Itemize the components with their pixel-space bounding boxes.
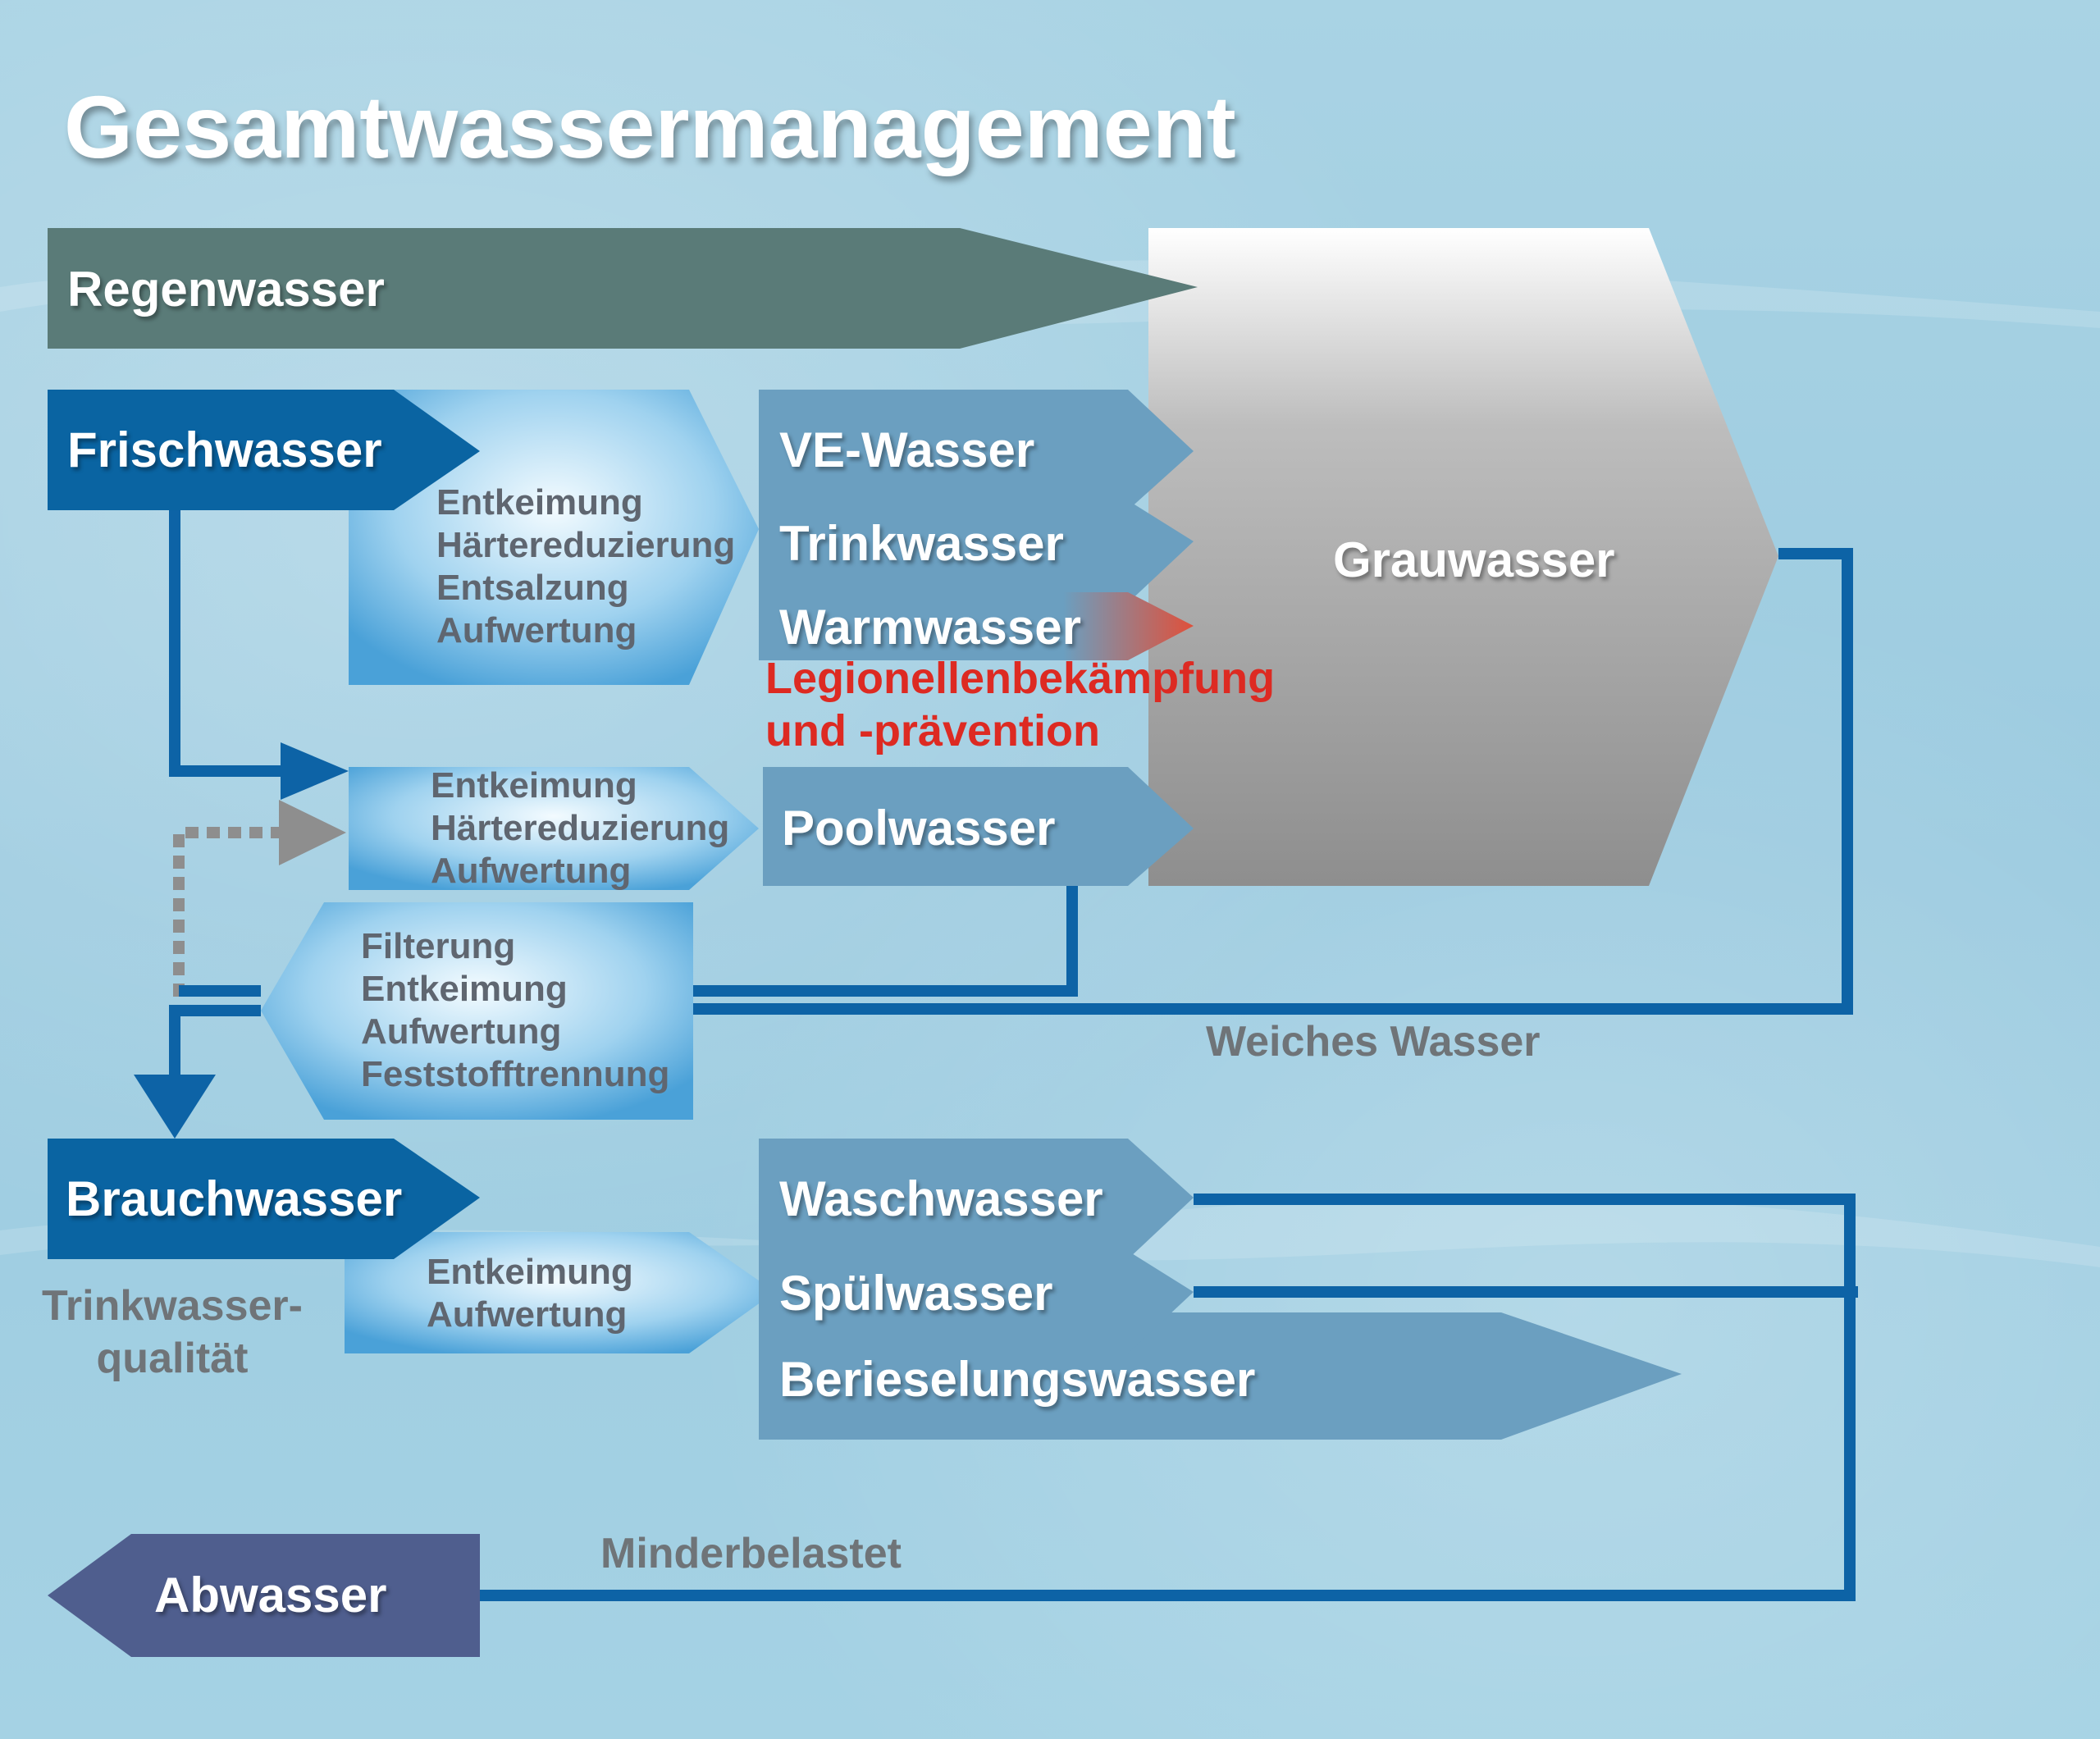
warmwasser-arrow [759,592,1194,660]
treatment-step: Feststofftrennung [361,1054,670,1094]
spuelwasser-label: Spülwasser [779,1266,1053,1321]
ve-wasser-arrow [759,390,1194,510]
trinkwasser-arrow [759,500,1194,603]
poolwasser-arrow [763,767,1194,886]
legionellen-line1: Legionellenbekämpfung [765,654,1276,703]
frischwasser-label: Frischwasser [67,422,382,477]
trinkwasserqualitaet-line2: qualität [96,1335,249,1382]
waschwasser-arrow [759,1139,1194,1259]
treatment-step: Härtereduzierung [431,808,730,848]
brauchwasser-label: Brauchwasser [66,1171,403,1226]
grauwasser-shape [1148,228,1778,886]
waschwasser-label: Waschwasser [779,1171,1103,1226]
feed-arrowhead [281,742,349,800]
abwasser-arrow [48,1534,480,1657]
brauch-treatment-block [345,1232,775,1353]
regenwasser-label: Regenwasser [67,262,385,317]
treatment-step: Aufwertung [431,851,632,891]
trinkwasser-label: Trinkwasser [779,516,1064,571]
grauwasser-return-line [693,548,1853,1015]
recirculation-arrowhead [279,800,346,865]
page-title: Gesamtwassermanagement [64,77,1236,176]
abwasser-label: Abwasser [154,1568,387,1623]
treatment-step: Entsalzung [436,568,629,608]
treatment-step: Aufwertung [436,610,637,650]
legionellen-note: Legionellenbekämpfung und -prävention [765,652,1275,757]
treatment-step: Entkeimung [361,969,568,1009]
recycling-treatment-list: Filterung Entkeimung Aufwertung Feststof… [361,925,669,1096]
treatment-step: Entkeimung [431,765,637,806]
pool-treatment-block [349,767,759,890]
treatment-step: Aufwertung [361,1011,562,1052]
frischwasser-arrow [48,390,480,510]
pool-treatment-list: Entkeimung Härtereduzierung Aufwertung [431,765,729,892]
treatment-step: Entkeimung [427,1252,633,1292]
trinkwasserqualitaet-label: Trinkwasser- qualität [25,1280,320,1385]
ve-wasser-label: VE-Wasser [779,422,1035,477]
brauchwasser-arrow [48,1139,480,1259]
treatment-step: Filterung [361,926,516,966]
treatment-step: Aufwertung [427,1294,628,1335]
trinkwasserqualitaet-line1: Trinkwasser- [42,1282,303,1330]
regenwasser-arrow [48,228,1198,349]
brauch-treatment-list: Entkeimung Aufwertung [427,1251,633,1336]
recycling-to-brauch-line [169,1005,261,1083]
spuelwasser-arrow [759,1251,1194,1353]
legionellen-line2: und -prävention [765,706,1100,755]
brauch-arrowhead [134,1075,216,1139]
waschwasser-return-line [480,1194,1856,1601]
recirculation-dashed-line [173,827,283,997]
weiches-wasser-label: Weiches Wasser [1206,1018,1541,1066]
poolwasser-return-line [693,886,1078,997]
treatment-step: Entkeimung [436,482,643,523]
recycling-treatment-block [261,902,693,1120]
grauwasser-label: Grauwasser [1333,532,1615,587]
minderbelastet-label: Minderbelastet [600,1530,902,1577]
warmwasser-label: Warmwasser [779,600,1081,655]
poolwasser-label: Poolwasser [782,801,1056,856]
frisch-treatment-list: Entkeimung Härtereduzierung Entsalzung A… [436,482,735,652]
berieselungswasser-label: Berieselungswasser [779,1352,1256,1407]
treatment-step: Härtereduzierung [436,525,736,565]
frischwasser-feed-line [169,510,287,777]
